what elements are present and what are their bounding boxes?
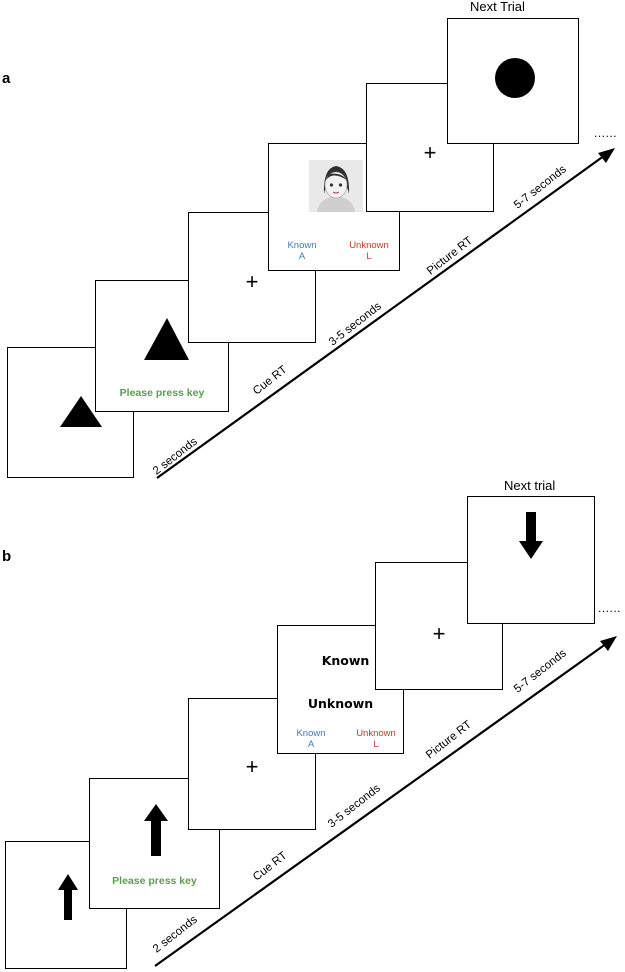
panel-b: b Please press key + Known Unknown Known… — [0, 476, 625, 969]
response-known: Known A — [279, 240, 325, 262]
panel-a: a Please press key + Kno — [2, 0, 618, 479]
word-unknown: Unknown — [307, 696, 374, 711]
triangle-icon — [60, 396, 102, 427]
response-unknown: Unknown L — [341, 240, 397, 262]
response-unknown-key: L — [373, 739, 379, 750]
continuation-dots: ...... — [598, 601, 622, 615]
continuation-dots: ...... — [594, 126, 618, 140]
panel-label: b — [2, 548, 12, 565]
up-arrow-icon — [144, 804, 168, 856]
response-unknown-key: L — [366, 251, 372, 262]
next-trial-label: Next Trial — [470, 0, 525, 14]
next-trial-screen — [467, 496, 595, 624]
response-known-key: A — [298, 251, 306, 262]
timeline-arrow — [156, 148, 615, 479]
response-known: Known A — [290, 728, 332, 750]
cue-prompt: Please press key — [119, 387, 205, 399]
circle-icon — [495, 58, 535, 98]
down-arrow-icon — [519, 512, 543, 559]
response-known-label: Known — [287, 240, 317, 251]
response-unknown-label: Unknown — [349, 240, 389, 251]
response-known-key: A — [307, 739, 315, 750]
cue-response-screen: Please press key — [89, 778, 220, 909]
response-unknown-label: Unknown — [356, 728, 396, 739]
face-portrait-icon — [309, 160, 363, 212]
response-known-label: Known — [296, 728, 326, 739]
fixation-cross: + — [432, 621, 446, 646]
response-unknown: Unknown L — [350, 728, 402, 750]
triangle-icon — [144, 318, 189, 360]
cue-prompt: Please press key — [112, 875, 197, 887]
next-trial-screen — [447, 18, 579, 144]
timeline-arrow — [154, 636, 617, 967]
panel-label: a — [2, 70, 11, 87]
word-known: Known — [321, 653, 370, 668]
next-trial-label: Next trial — [504, 478, 556, 493]
fixation-cross: + — [423, 140, 437, 165]
fixation-cross: + — [245, 269, 259, 294]
fixation-cross: + — [245, 754, 259, 779]
up-arrow-icon — [58, 874, 78, 920]
